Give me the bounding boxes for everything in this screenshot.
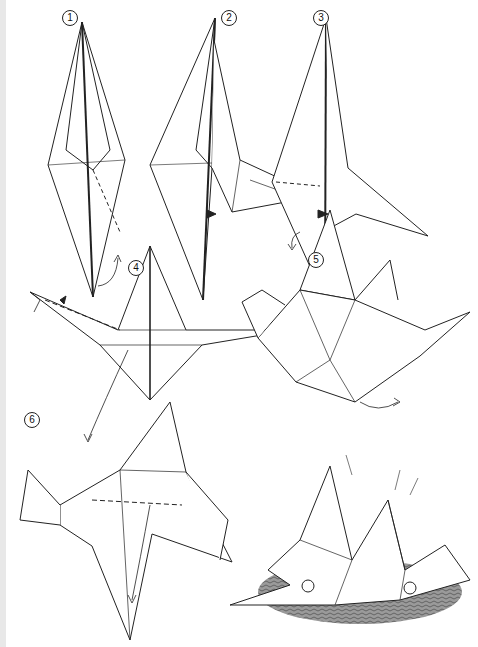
step-number: 5 [313, 255, 319, 265]
step-number: 4 [133, 263, 139, 273]
step-number: 6 [29, 415, 35, 425]
step-number: 1 [67, 13, 73, 23]
step-number-circle: 6 [24, 412, 40, 428]
step-number: 2 [226, 13, 232, 23]
step-number-circle: 2 [221, 10, 237, 26]
step-number-circle: 5 [308, 252, 324, 268]
step-number: 3 [318, 13, 324, 23]
step-number-circle: 3 [313, 10, 329, 26]
step-number-circle: 1 [62, 10, 78, 26]
step-number-circle: 4 [128, 260, 144, 276]
